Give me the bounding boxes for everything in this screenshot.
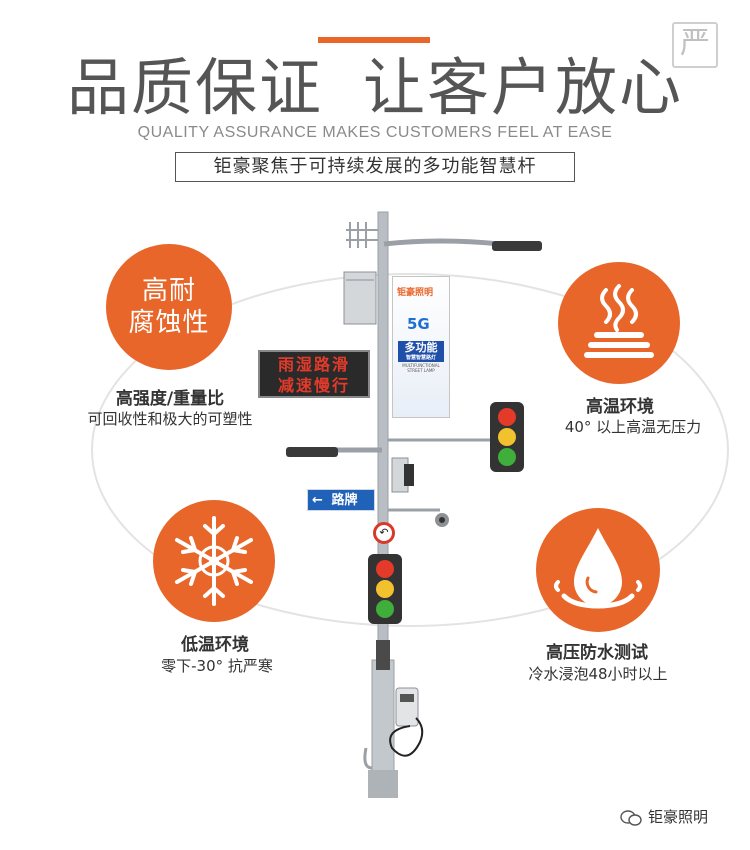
lower-lamp-head bbox=[286, 447, 338, 457]
water-drop-icon bbox=[536, 508, 660, 632]
green-light bbox=[376, 600, 394, 618]
tagline-box: 钜豪聚焦于可持续发展的多功能智慧杆 bbox=[175, 152, 575, 182]
feature-cold-desc: 零下-30° 抗严寒 bbox=[161, 657, 273, 675]
red-light bbox=[498, 408, 516, 426]
banner-main-line2: 智慧智慧路灯 bbox=[405, 355, 436, 361]
banner-small-text: MULTIFUNCTIONAL STREET LAMP bbox=[402, 363, 440, 373]
feature-strength-title: 高强度/重量比 bbox=[115, 389, 225, 409]
upper-arm bbox=[383, 238, 501, 247]
watermark: 钜豪照明 bbox=[620, 806, 740, 827]
arrow-left-icon: ← bbox=[312, 493, 323, 508]
yellow-light bbox=[498, 428, 516, 446]
green-light bbox=[498, 448, 516, 466]
watermark-text: 钜豪照明 bbox=[648, 808, 709, 826]
charging-cable bbox=[389, 717, 424, 757]
feature-heat-title: 高温环境 bbox=[586, 397, 654, 417]
page-title-part1: 品质保证 bbox=[66, 51, 323, 124]
pole-base-section bbox=[371, 659, 395, 776]
banner-main-line1: 多功能 bbox=[404, 341, 438, 354]
snowflake-icon bbox=[153, 500, 275, 622]
road-sign-text: 路牌 bbox=[331, 493, 358, 508]
no-u-turn-sign-icon: ↶ bbox=[373, 522, 395, 544]
feature-strength-desc: 可回收性和极大的可塑性 bbox=[87, 410, 253, 428]
upper-lamp-head bbox=[492, 241, 542, 251]
road-sign: ← 路牌 bbox=[307, 489, 375, 511]
corrosion-badge-line2: 腐蚀性 bbox=[128, 308, 210, 338]
subtitle-english: QUALITY ASSURANCE MAKES CUSTOMERS FEEL A… bbox=[137, 124, 613, 141]
corner-badge: 严 bbox=[672, 22, 718, 68]
pole-foot bbox=[368, 770, 398, 798]
banner-5g: 5G bbox=[407, 315, 430, 333]
feature-waterproof-desc: 冷水浸泡48小时以上 bbox=[528, 665, 668, 683]
feature-heat-desc: 40° 以上高温无压力 bbox=[564, 418, 702, 436]
corrosion-resistance-badge: 高耐 腐蚀性 bbox=[106, 244, 232, 370]
yellow-light bbox=[376, 580, 394, 598]
title-accent-bar bbox=[318, 37, 430, 43]
banner-logo: 钜豪照明 bbox=[397, 288, 434, 298]
led-line2: 减速慢行 bbox=[277, 376, 350, 395]
page-title-part2: 让客户放心 bbox=[363, 51, 684, 124]
red-light bbox=[376, 560, 394, 578]
charging-station bbox=[395, 687, 419, 727]
heat-waves-icon bbox=[558, 262, 680, 384]
traffic-light-upper bbox=[490, 402, 524, 472]
corrosion-badge-line1: 高耐 bbox=[141, 276, 196, 306]
equipment-cabinet bbox=[343, 271, 377, 325]
wechat-icon bbox=[620, 809, 642, 826]
traffic-light-lower bbox=[368, 554, 402, 624]
banner-main-text: 多功能 智慧智慧路灯 bbox=[398, 341, 444, 362]
control-box bbox=[376, 640, 390, 670]
led-message-board: 雨湿路滑 减速慢行 bbox=[258, 350, 370, 398]
led-line1: 雨湿路滑 bbox=[277, 355, 350, 374]
advertising-banner: 钜豪照明 5G 多功能 智慧智慧路灯 MULTIFUNCTIONAL STREE… bbox=[392, 276, 450, 418]
antenna-bracket bbox=[346, 222, 380, 248]
page-title: 品质保证让客户放心 bbox=[0, 52, 750, 124]
feature-waterproof-title: 高压防水测试 bbox=[546, 643, 648, 663]
feature-cold-title: 低温环境 bbox=[181, 635, 249, 655]
